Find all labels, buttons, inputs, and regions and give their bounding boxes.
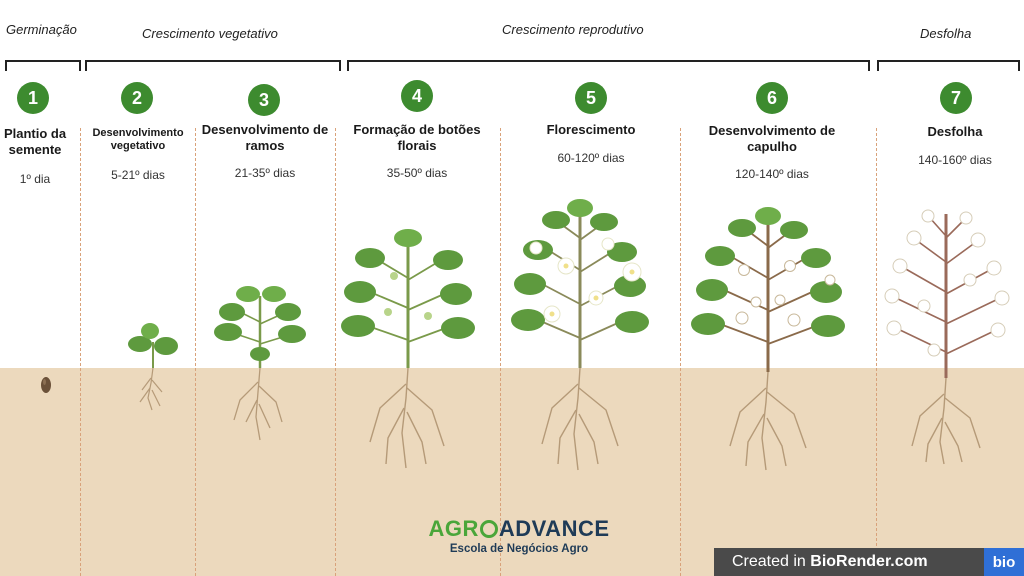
seed-illustration: [41, 377, 51, 393]
logo-text-advance: ADVANCE: [498, 516, 610, 541]
stage-number-badge: 6: [756, 82, 788, 114]
stage-days: 35-50º dias: [386, 166, 448, 180]
watermark-text: Created in BioRender.com: [714, 553, 984, 571]
phase-label-defoliation: Desfolha: [920, 26, 972, 41]
phase-bracket-germination: [5, 60, 81, 71]
stage-days: 5-21º dias: [111, 168, 165, 182]
phase-label-vegetative: Crescimento vegetativo: [142, 26, 278, 41]
stage-number-badge: 7: [940, 82, 972, 114]
logo-text-agro: AGR: [428, 516, 479, 541]
stage-divider: [335, 128, 336, 576]
agroadvance-logo: AGR ADVANCE Escola de Negócios Agro: [424, 516, 614, 555]
stage-divider: [80, 128, 81, 576]
stage-days: 21-35º dias: [234, 166, 296, 180]
flower-bud-plant-illustration: [341, 229, 475, 469]
stage-title: Florescimento: [546, 122, 636, 137]
logo-globe-icon: [479, 520, 498, 538]
stage-number-badge: 1: [17, 82, 49, 114]
stage-divider: [680, 128, 681, 576]
stage-title: Plantio da semente: [3, 126, 67, 157]
biorender-logo-icon: bio: [984, 548, 1024, 576]
boll-development-plant-illustration: [691, 207, 845, 471]
stage-number-badge: 4: [401, 80, 433, 112]
watermark-prefix: Created in: [732, 553, 811, 570]
stage-title: Desenvolvimento de capulho: [708, 123, 836, 154]
stage-days: 120-140º dias: [735, 167, 809, 181]
phase-label-reproductive: Crescimento reprodutivo: [502, 22, 644, 37]
watermark-brand: BioRender.com: [810, 553, 928, 570]
logo-wordmark: AGR ADVANCE: [424, 516, 614, 542]
stage-title: Desenvolvimento vegetativo: [92, 127, 184, 153]
stage-divider: [500, 128, 501, 576]
stage-days: 60-120º dias: [557, 151, 625, 165]
logo-subtitle: Escola de Negócios Agro: [449, 543, 589, 555]
stage-number-badge: 3: [248, 84, 280, 116]
stage-divider: [876, 128, 877, 576]
branching-plant-illustration: [214, 286, 306, 441]
stage-number-badge: 2: [121, 82, 153, 114]
soil-background: [0, 368, 1024, 576]
stage-divider: [195, 128, 196, 576]
stage-title: Desfolha: [927, 124, 983, 139]
stage-days: 140-160º dias: [918, 153, 992, 167]
phase-bracket-reproductive: [347, 60, 870, 71]
flowering-plant-illustration: [511, 199, 649, 471]
seedling-illustration: [128, 323, 178, 411]
phase-bracket-vegetative: [85, 60, 341, 71]
defoliated-plant-illustration: [884, 209, 1010, 465]
stage-number-badge: 5: [575, 82, 607, 114]
biorender-watermark: Created in BioRender.com bio: [714, 548, 1024, 576]
stage-title: Desenvolvimento de ramos: [201, 122, 329, 153]
stage-days: 1º dia: [19, 172, 51, 186]
stage-title: Formação de botões florais: [353, 122, 481, 153]
phase-label-germination: Germinação: [6, 22, 77, 37]
phase-bracket-defoliation: [877, 60, 1020, 71]
